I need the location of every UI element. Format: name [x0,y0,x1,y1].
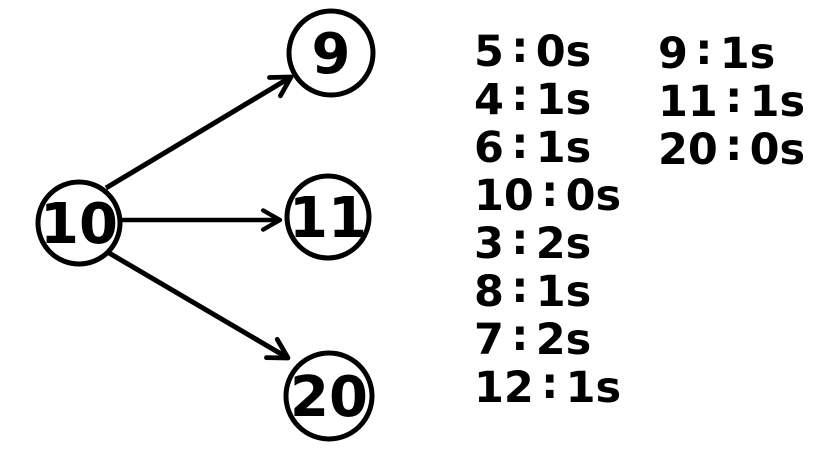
timing-node: 10 [474,171,534,221]
timing-node: 4 [474,75,504,125]
timing-node: 3 [474,219,504,269]
timing-entry: 20:0s [658,122,806,175]
timing-node: 9 [658,29,688,79]
timing-node: 8 [474,267,504,317]
timing-separator: : [511,71,529,122]
timing-node: 20 [658,125,718,175]
timing-entry: 9:1s [658,26,805,79]
timing-separator: : [511,311,529,362]
timing-value: 1s [535,75,592,125]
timing-separator: : [511,263,529,314]
timing-entry: 8:1s [474,264,621,317]
node-9-circle [286,8,376,98]
timing-node: 6 [474,123,504,173]
timing-value: 1s [719,29,776,79]
timing-value: 1s [535,267,592,317]
timing-node: 5 [474,27,504,77]
timing-node: 11 [658,77,718,127]
node-20-circle [283,350,375,442]
timing-node: 7 [474,315,504,365]
node-20-label: 20 [290,365,368,430]
timing-entry: 12:1s [474,360,622,413]
node-10-label: 10 [40,192,118,257]
timing-entry: 7:2s [474,312,621,365]
node-10: 10 [35,179,123,267]
edge-10-20 [102,247,291,361]
timing-separator: : [725,73,743,124]
timing-value: 0s [565,171,622,221]
node-11-circle [284,173,372,261]
timing-separator: : [541,359,559,410]
timing-entry: 4:1s [474,72,621,125]
timing-value: 0s [749,125,806,175]
node-20: 20 [283,350,375,442]
timing-node: 12 [474,363,534,413]
node-9-label: 9 [312,22,351,87]
node-11-label: 11 [289,186,367,251]
timing-entry: 5:0s [474,24,621,77]
timing-entry: 11:1s [658,74,806,127]
timing-separator: : [511,119,529,170]
timing-value: 2s [535,219,592,269]
timing-list-left: 5:0s 4:1s 6:1s 10:0s 3:2s 8:1s 7:2s 12:1… [474,24,622,413]
timing-entry: 6:1s [474,120,621,173]
timing-value: 1s [535,123,592,173]
timing-separator: : [511,23,529,74]
timing-entry: 10:0s [474,168,622,221]
node-11: 11 [284,173,372,261]
timing-value: 0s [535,27,592,77]
node-10-circle [35,179,123,267]
timing-separator: : [541,167,559,218]
timing-entry: 3:2s [474,216,621,269]
timing-value: 2s [535,315,592,365]
edge-10-9 [104,74,294,191]
timing-value: 1s [749,77,806,127]
timing-separator: : [725,121,743,172]
timing-separator: : [695,25,713,76]
timing-value: 1s [565,363,622,413]
timing-list-right: 9:1s 11:1s 20:0s [658,26,806,175]
node-9: 9 [286,8,376,98]
timing-separator: : [511,215,529,266]
graph-canvas: 10 9 11 20 [35,8,376,442]
